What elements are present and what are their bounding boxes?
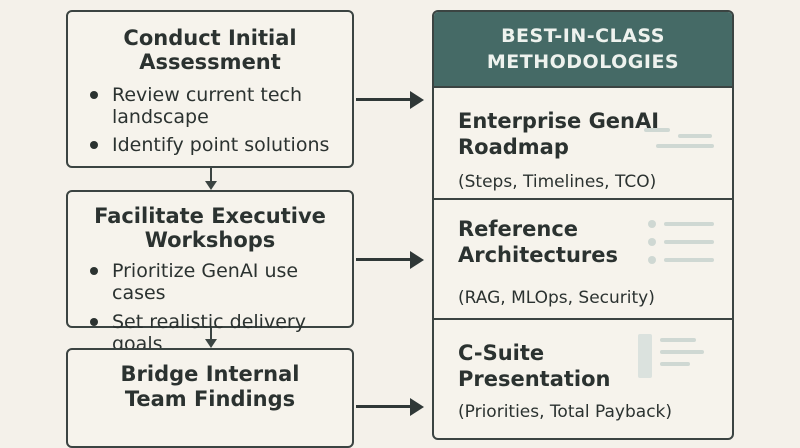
bullet-line: landscape: [112, 106, 209, 128]
step-title-line: Bridge Internal: [120, 362, 300, 386]
panel-header-line: BEST-IN-CLASS: [501, 25, 665, 47]
method-title-line: C-Suite: [458, 341, 545, 365]
method-item-architectures: Reference Architectures (RAG, MLOps, Sec…: [434, 200, 732, 312]
panel-divider: [434, 318, 732, 320]
method-item-roadmap: Enterprise GenAI Roadmap (Steps, Timelin…: [434, 88, 732, 200]
flow-connector-line: [210, 328, 212, 340]
arrow-right-icon: [410, 251, 424, 269]
panel-header: BEST-IN-CLASS METHODOLOGIES: [434, 12, 732, 88]
bullet-item: Prioritize GenAI use cases: [68, 260, 352, 304]
step-title-line: Facilitate Executive: [94, 204, 326, 228]
method-title-line: Roadmap: [458, 135, 569, 159]
arrow-down-icon: [205, 181, 217, 190]
panel-header-line: METHODOLOGIES: [486, 51, 680, 73]
bullet-dot-icon: [90, 267, 98, 275]
bullet-item: Identify point solutions: [68, 134, 352, 156]
method-title-line: Architectures: [458, 243, 619, 267]
flow-connector-line: [356, 405, 412, 408]
architecture-list-icon: [648, 220, 718, 270]
method-title: Enterprise GenAI Roadmap: [458, 108, 659, 160]
bullet-line: Review current tech: [112, 84, 303, 106]
step-title-line: Team Findings: [124, 387, 296, 411]
step-title: Bridge Internal Team Findings: [68, 350, 352, 412]
flow-connector-line: [210, 168, 212, 182]
step-title-line: Assessment: [139, 50, 281, 74]
method-subtitle: (Priorities, Total Payback): [458, 402, 673, 422]
step-box-team-findings: Bridge Internal Team Findings: [66, 348, 354, 448]
step-title: Facilitate Executive Workshops: [68, 192, 352, 252]
method-title-line: Enterprise GenAI: [458, 109, 660, 133]
step-bullets: Review current tech landscape Identify p…: [68, 84, 352, 156]
methodologies-panel: BEST-IN-CLASS METHODOLOGIES Enterprise G…: [432, 10, 734, 440]
method-title: Reference Architectures: [458, 216, 618, 268]
bullet-item: Review current tech landscape: [68, 84, 352, 128]
method-subtitle: (RAG, MLOps, Security): [458, 288, 655, 308]
method-subtitle: (Steps, Timelines, TCO): [458, 172, 657, 192]
flow-connector-line: [356, 258, 412, 261]
bullet-line: Prioritize GenAI use cases: [112, 260, 299, 304]
step-title-line: Workshops: [144, 228, 276, 252]
arrow-right-icon: [410, 91, 424, 109]
document-lines-icon: [644, 126, 714, 156]
flow-connector-line: [356, 98, 412, 101]
method-title: C-Suite Presentation: [458, 340, 611, 392]
method-title-line: Presentation: [458, 367, 611, 391]
step-title-line: Conduct Initial: [123, 26, 297, 50]
panel-divider: [434, 198, 732, 200]
presentation-icon: [638, 334, 708, 384]
bullet-line: Identify point solutions: [112, 134, 330, 156]
step-box-initial-assessment: Conduct Initial Assessment Review curren…: [66, 10, 354, 168]
arrow-right-icon: [410, 398, 424, 416]
method-item-presentation: C-Suite Presentation (Priorities, Total …: [434, 320, 732, 432]
arrow-down-icon: [205, 339, 217, 348]
method-title-line: Reference: [458, 217, 579, 241]
bullet-dot-icon: [90, 141, 98, 149]
step-box-executive-workshops: Facilitate Executive Workshops Prioritiz…: [66, 190, 354, 355]
bullet-dot-icon: [90, 91, 98, 99]
step-title: Conduct Initial Assessment: [68, 12, 352, 74]
bullet-dot-icon: [90, 318, 98, 326]
step-bullets: Prioritize GenAI use cases Set realistic…: [68, 260, 352, 355]
